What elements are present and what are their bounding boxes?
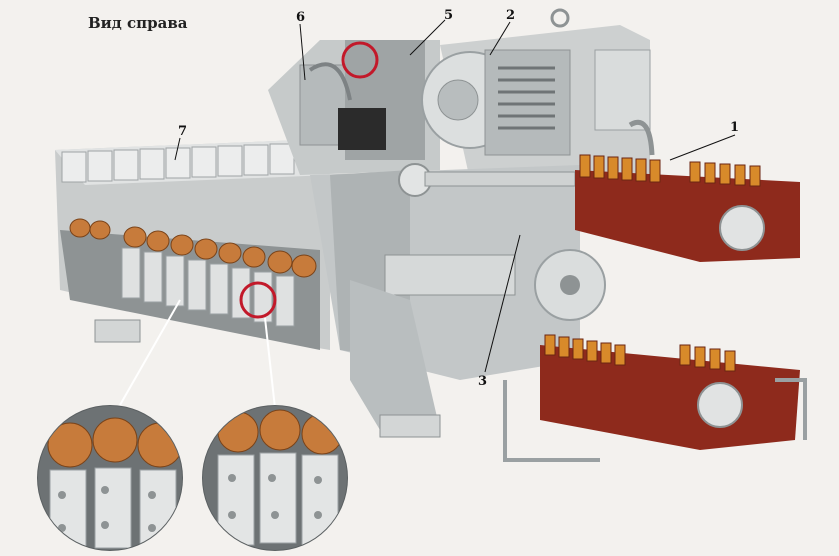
drum-controller-upper xyxy=(575,119,800,262)
callout-3: 3 xyxy=(478,374,488,389)
callout-7: 7 xyxy=(178,124,188,139)
zoom-guide-left xyxy=(119,299,181,406)
view-title: Вид справа xyxy=(88,14,188,32)
zoom-guide-right xyxy=(264,317,276,409)
callout-1: 1 xyxy=(730,120,740,135)
detail-inset-right xyxy=(202,405,348,551)
electric-motor xyxy=(421,8,651,180)
detail-inset-left xyxy=(37,405,183,551)
upper-block xyxy=(268,40,440,175)
leader-lines xyxy=(174,19,736,373)
highlight-circle-upper xyxy=(341,41,379,79)
highlight-circle-contact xyxy=(239,281,277,319)
contactor-block xyxy=(55,140,330,350)
main-frame xyxy=(310,163,606,438)
callout-5: 5 xyxy=(444,8,454,23)
callout-6: 6 xyxy=(296,10,306,25)
callout-2: 2 xyxy=(506,8,516,23)
drum-controller-lower xyxy=(503,334,807,462)
